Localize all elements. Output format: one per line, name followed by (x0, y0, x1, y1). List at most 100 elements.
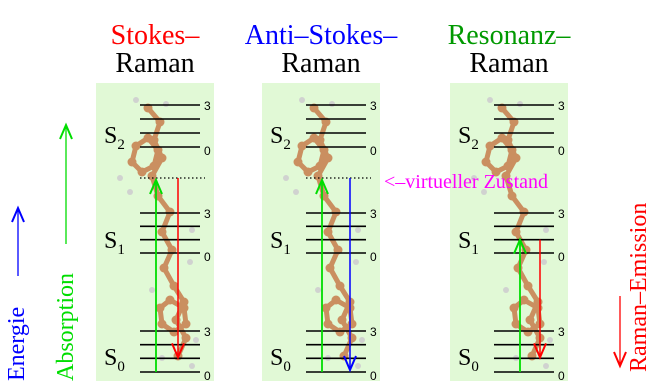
vib-level-label-bottom: 0 (370, 250, 377, 264)
molecule-atom (533, 303, 543, 313)
molecule-atom (331, 295, 341, 305)
emission-axis: Raman–Emission (613, 203, 652, 372)
molecule-hydrogen (117, 175, 123, 181)
molecule-atom (165, 207, 175, 217)
vib-level-label-bottom: 0 (370, 144, 377, 158)
molecule-hydrogen (299, 97, 305, 103)
molecule-hydrogen (481, 189, 487, 195)
molecule-hydrogen (189, 363, 195, 369)
absorption-axis-arrow-head (59, 122, 73, 140)
molecule-atom (523, 327, 533, 337)
molecule-atom (169, 281, 179, 291)
vib-level-label-bottom: 0 (370, 369, 377, 381)
emission-arrow-head (343, 355, 357, 373)
molecule-atom (523, 281, 533, 291)
panel-subtitle-anti-stokes: Raman (281, 48, 360, 79)
molecule-atom (137, 167, 147, 177)
molecule-atom (313, 171, 323, 181)
absorption-arrow-head (513, 237, 527, 255)
molecule-hydrogen (517, 101, 523, 107)
vib-level-label-bottom: 0 (204, 369, 211, 381)
molecule-atom (179, 303, 189, 313)
molecule-atom (169, 327, 179, 337)
state-label-s0: S0 (458, 345, 479, 375)
molecule-atom (511, 227, 521, 237)
molecule-atom (525, 315, 535, 325)
molecule-hydrogen (471, 175, 477, 181)
molecule-hydrogen (149, 287, 155, 293)
molecule-atom (293, 157, 303, 167)
absorption-arrow-head (315, 177, 329, 195)
molecule-hydrogen (133, 97, 139, 103)
energy-axis: Energie (4, 205, 30, 381)
molecule-atom (157, 319, 167, 329)
vib-level-label-top: 3 (370, 99, 377, 113)
molecule-hydrogen (293, 189, 299, 195)
molecule-atom (519, 295, 529, 305)
molecule-atom (323, 227, 333, 237)
vib-level-label-bottom: 0 (558, 250, 565, 264)
state-label-s2: S2 (104, 123, 125, 153)
molecule-hydrogen (547, 337, 553, 343)
molecule-atom (325, 263, 335, 273)
molecule-hydrogen (355, 363, 361, 369)
vib-level-label-bottom: 0 (558, 144, 565, 158)
molecule-atom (509, 303, 519, 313)
panel-subtitle-stokes: Raman (115, 48, 194, 79)
molecule-atom (157, 153, 167, 163)
molecule-atom (513, 263, 523, 273)
molecule-atom (335, 281, 345, 291)
state-label-s1: S1 (270, 228, 291, 258)
molecule-hydrogen (353, 259, 359, 265)
molecule-atom (171, 315, 181, 325)
molecule-atom (347, 319, 357, 329)
molecule-hydrogen (359, 337, 365, 343)
molecule-hydrogen (163, 101, 169, 107)
vib-level-label-top: 3 (370, 207, 377, 221)
molecule-atom (131, 141, 141, 151)
molecule-hydrogen (127, 189, 133, 195)
emission-arrow-head (533, 342, 547, 360)
state-label-s1: S1 (458, 228, 479, 258)
molecule-illustration-0 (117, 97, 199, 369)
vib-level-label-top: 3 (204, 99, 211, 113)
state-label-s0: S0 (104, 345, 125, 375)
vib-level-label-top: 3 (558, 325, 565, 339)
molecule-hydrogen (487, 97, 493, 103)
molecule-hydrogen (193, 337, 199, 343)
state-label-s2: S2 (458, 123, 479, 153)
molecule-atom (323, 153, 333, 163)
absorption-arrow-head (149, 177, 163, 195)
molecule-atom (303, 167, 313, 177)
molecule-atom (165, 295, 175, 305)
molecule-atom (511, 153, 521, 163)
molecule-atom (485, 141, 495, 151)
molecule-atom (315, 161, 325, 171)
molecule-hydrogen (541, 259, 547, 265)
molecule-atom (507, 191, 517, 201)
vib-level-label-bottom: 0 (204, 250, 211, 264)
virtual-state-annotation: <–virtueller Zustand (384, 171, 548, 193)
absorption-axis-label: Absorption (53, 273, 79, 381)
molecule-atom (127, 157, 137, 167)
molecule-atom (497, 133, 507, 143)
molecule-hydrogen (543, 363, 549, 369)
panel-title-resonanz: Resonanz– (448, 20, 572, 51)
vib-level-label-top: 3 (370, 325, 377, 339)
molecule-hydrogen (189, 227, 195, 233)
emission-axis-arrow-head (613, 351, 627, 369)
molecule-atom (155, 303, 165, 313)
molecule-atom (297, 141, 307, 151)
vib-level-label-top: 3 (204, 207, 211, 221)
molecule-atom (335, 327, 345, 337)
molecule-hydrogen (283, 175, 289, 181)
emission-axis-label: Raman–Emission (626, 203, 652, 372)
molecule-hydrogen (543, 227, 549, 233)
molecule-atom (323, 319, 333, 329)
vib-level-label-bottom: 0 (558, 369, 565, 381)
panel-title-anti-stokes: Anti–Stokes– (245, 20, 398, 51)
